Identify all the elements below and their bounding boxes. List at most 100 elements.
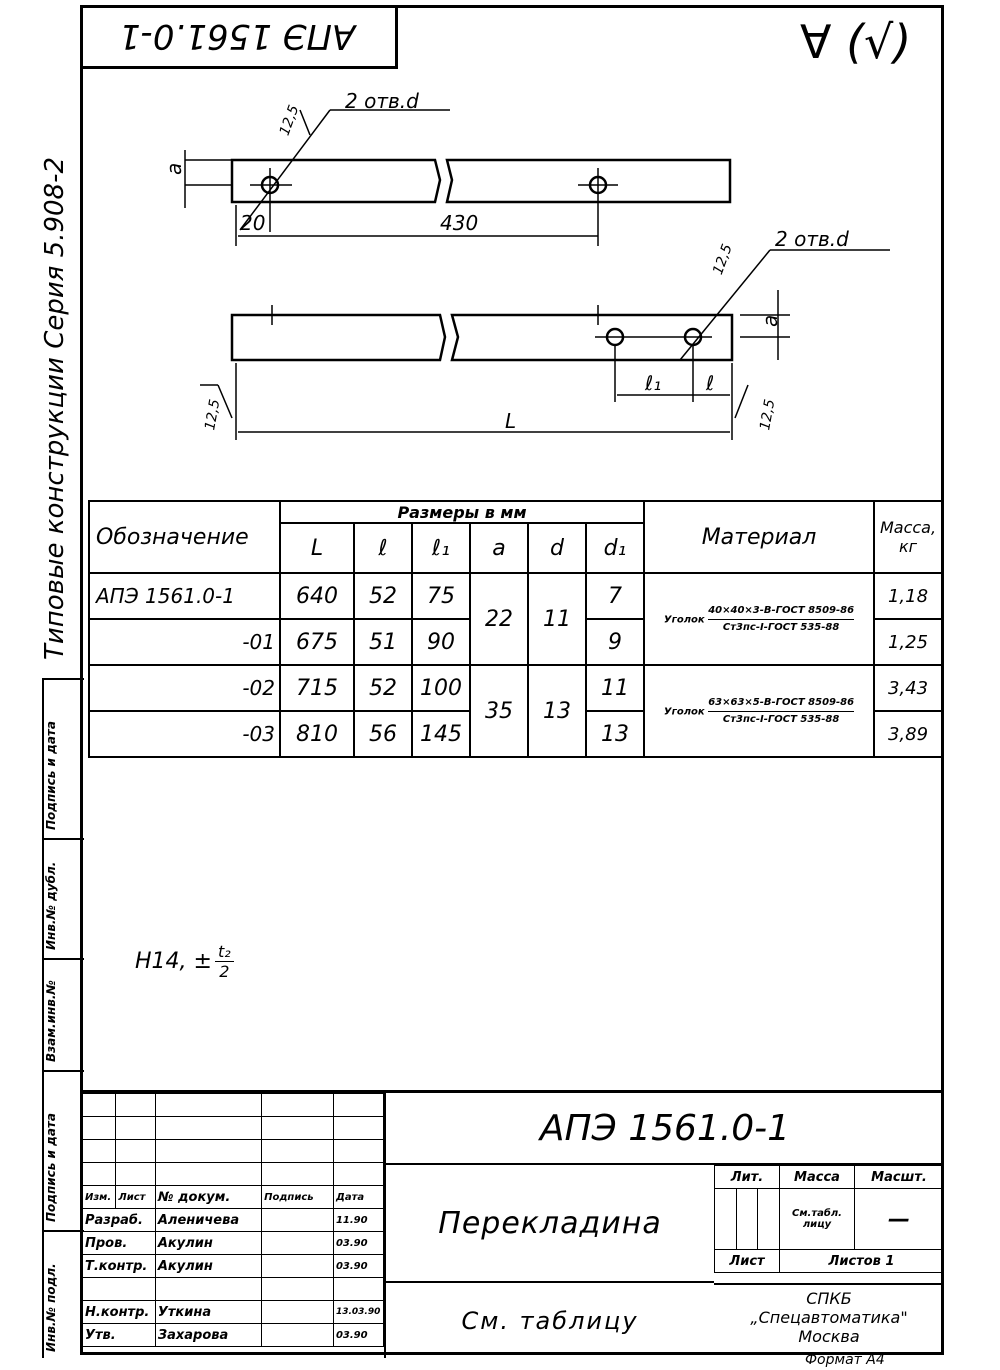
- role-row: [82, 1277, 385, 1301]
- role-date: 13.03.90: [332, 1300, 385, 1324]
- side-label-5: Инв.№ подл.: [44, 1263, 58, 1352]
- header-designation: Обозначение: [88, 500, 281, 574]
- row-mass: 3,43: [873, 664, 943, 712]
- table-row: АПЭ 1561.0-1 640 52 75 22 11 7 Уголок 40…: [88, 572, 943, 666]
- top-holes-label: 2 отв.d: [345, 89, 419, 113]
- org-line-3: Москва: [798, 1327, 860, 1346]
- row-l: 52: [353, 664, 413, 712]
- tolerance-main: H14, ±: [135, 949, 212, 974]
- row-l: 56: [353, 710, 413, 758]
- tolerance-fraction: t₂ 2: [214, 942, 234, 981]
- drawing-frame: [80, 5, 944, 1355]
- group1-d: 11: [527, 572, 587, 666]
- scale-header: Масшт.: [854, 1165, 944, 1189]
- row-designation: -01: [88, 618, 281, 666]
- side-cell-3: [44, 958, 84, 1072]
- bottom-dim-l: ℓ: [705, 371, 714, 395]
- row-L: 810: [279, 710, 355, 758]
- table-row: -01 675 51 90 9 1,25: [88, 618, 943, 666]
- part-drawing: 2 отв.d 12,5 a 20 430 2 отв.d 12,5 a ℓ₁ …: [162, 89, 890, 440]
- role-label: [82, 1277, 156, 1301]
- header-sizes: Размеры в мм: [279, 500, 645, 524]
- revision-grid: Изм. Лист № докум. Подпись Дата Разраб. …: [81, 1093, 385, 1347]
- role-label: Т.контр.: [82, 1254, 156, 1278]
- group2-material-bottom: Ст3пс-I-ГОСТ 535-88: [722, 713, 840, 725]
- side-label-3: Взам.инв.№: [44, 980, 58, 1062]
- spec-table: Обозначение Размеры в мм Материал Масса,…: [88, 500, 943, 758]
- side-label-4: Подпись и дата: [44, 1113, 58, 1222]
- col-a: a: [469, 522, 529, 574]
- row-designation: -03: [88, 710, 281, 758]
- role-row: Пров. Акулин 03.90: [82, 1231, 385, 1255]
- row-l: 52: [353, 572, 413, 620]
- row-l1: 145: [411, 710, 471, 758]
- header-material: Материал: [643, 500, 875, 574]
- top-part-right-segment: [445, 158, 732, 204]
- sheets-label: Листов 1: [779, 1249, 944, 1273]
- row-d1: 13: [585, 710, 645, 758]
- org-line-1: СПКБ: [806, 1289, 852, 1308]
- top-part-left-segment: [230, 158, 442, 204]
- side-label-1: Подпись и дата: [44, 721, 58, 830]
- side-cell-2: [44, 838, 84, 960]
- bottom-roughness-left: 12,5: [202, 398, 223, 432]
- role-name: Акулин: [154, 1231, 263, 1255]
- col-header-izm: Изм.: [81, 1185, 117, 1209]
- row-d1: 7: [585, 572, 645, 620]
- bottom-dim-l1: ℓ₁: [644, 371, 661, 395]
- col-L: L: [279, 522, 355, 574]
- group2-material-top: 63×63×5-В-ГОСТ 8509-86: [708, 695, 855, 712]
- row-l: 51: [353, 618, 413, 666]
- group1-a: 22: [469, 572, 529, 666]
- group1-material-top: 40×40×3-В-ГОСТ 8509-86: [708, 603, 855, 620]
- org-line-2: „Спецавтоматика": [750, 1308, 908, 1327]
- format-label: Формат А4: [805, 1352, 885, 1368]
- row-d1: 9: [585, 618, 645, 666]
- row-l1: 75: [411, 572, 471, 620]
- role-name: Аленичева: [154, 1208, 263, 1232]
- group2-material: Уголок 63×63×5-В-ГОСТ 8509-86 Ст3пс-I-ГО…: [643, 664, 875, 758]
- general-roughness-mark: ∀ (√): [800, 15, 912, 69]
- group2-d: 13: [527, 664, 587, 758]
- role-label: Утв.: [82, 1323, 156, 1347]
- top-dim-a: a: [162, 163, 186, 175]
- role-label: Пров.: [82, 1231, 156, 1255]
- row-L: 715: [279, 664, 355, 712]
- tolerance-num: t₂: [214, 942, 234, 962]
- bottom-part-right-segment: [450, 313, 734, 362]
- top-dim-20: 20: [240, 211, 265, 235]
- bottom-roughness-top: 12,5: [710, 242, 736, 277]
- role-name: Захарова: [154, 1323, 263, 1347]
- role-row: Т.контр. Акулин 03.90: [82, 1254, 385, 1278]
- tolerance-den: 2: [219, 962, 230, 981]
- col-header-date: Дата: [332, 1185, 385, 1209]
- role-date: 03.90: [332, 1323, 385, 1347]
- group2-material-prefix: Уголок: [663, 706, 705, 717]
- side-cell-5: [44, 1230, 84, 1360]
- side-cell-1: [44, 678, 84, 840]
- side-cells: [42, 678, 84, 1358]
- title-material-ref: См. таблицу: [384, 1283, 714, 1358]
- role-name: Уткина: [154, 1300, 263, 1324]
- col-header-list: Лист: [115, 1185, 156, 1209]
- top-stamp: АПЭ 1561.0-1: [80, 5, 398, 69]
- group1-material: Уголок 40×40×3-В-ГОСТ 8509-86 Ст3пс-I-ГО…: [643, 572, 875, 666]
- role-row: Разраб. Аленичева 11.90: [82, 1208, 385, 1232]
- lit-header: Лит.: [714, 1165, 780, 1189]
- mass-value: См.табл. лицу: [779, 1188, 855, 1250]
- side-cell-4: [44, 1070, 84, 1232]
- role-date: 03.90: [332, 1231, 385, 1255]
- row-l1: 100: [411, 664, 471, 712]
- scale-value: —: [854, 1188, 944, 1250]
- row-mass: 1,18: [873, 572, 943, 620]
- group1-material-bottom: Ст3пс-I-ГОСТ 535-88: [722, 621, 840, 633]
- role-date: [332, 1277, 385, 1301]
- organization: СПКБ „Спецавтоматика" Москва: [714, 1283, 944, 1358]
- top-dim-430: 430: [440, 211, 478, 235]
- row-l1: 90: [411, 618, 471, 666]
- col-d: d: [527, 522, 587, 574]
- group2-a: 35: [469, 664, 529, 758]
- table-row: -03 810 56 145 13 3,89: [88, 710, 943, 758]
- mass-header: Масса: [779, 1165, 855, 1189]
